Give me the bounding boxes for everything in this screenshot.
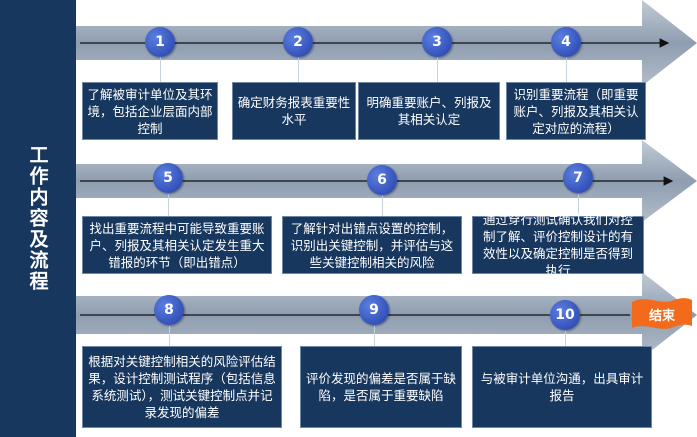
flag-shape (632, 298, 692, 329)
step-badge-9: 9 (359, 295, 389, 325)
step-box-6: 了解针对出错点设置的控制，识别出关键控制，并评估与这些关键控制相关的风险 (282, 216, 462, 274)
connector-10 (565, 330, 566, 346)
end-label: 结束 (648, 308, 675, 324)
step-badge-8: 8 (154, 295, 184, 325)
step-badge-5: 5 (153, 163, 183, 193)
step-badge-1: 1 (145, 27, 175, 57)
connector-2 (298, 56, 299, 82)
step-badge-10: 10 (550, 300, 580, 330)
step-box-7: 通过穿行测试确认我们对控制了解、评价控制设计的有效性以及确定控制是否得到执行 (472, 212, 644, 278)
step-box-9: 评价发现的偏差是否属于缺陷，是否属于重要缺陷 (300, 346, 462, 428)
step-badge-6: 6 (367, 165, 397, 195)
connector-8 (169, 326, 170, 346)
connector-6 (382, 194, 383, 216)
connector-4 (566, 56, 567, 82)
step-box-5: 找出重要流程中可能导致重要账户、列报及其相关认定发生重大错报的环节（即出错点） (82, 216, 272, 274)
step-box-10: 与被审计单位沟通，出具审计报告 (472, 346, 652, 428)
step-box-2: 确定财务报表重要性水平 (232, 82, 356, 140)
connector-3 (437, 56, 438, 82)
step-badge-3: 3 (422, 27, 452, 57)
connector-7 (578, 194, 579, 216)
step-box-3: 明确重要账户、列报及其相关认定 (358, 82, 500, 140)
connector-5 (168, 194, 169, 216)
step-box-4: 识别重要流程（即重要账户、列报及其相关认定对应的流程） (506, 82, 646, 140)
connector-1 (160, 56, 161, 82)
step-box-8: 根据对关键控制相关的风险评估结果，设计控制测试程序（包括信息系统测试），测试关键… (82, 346, 282, 428)
step-badge-2: 2 (283, 27, 313, 57)
step-badge-7: 7 (563, 163, 593, 193)
step-box-1: 了解被审计单位及其环境，包括企业层面内部控制 (82, 82, 218, 140)
step-badge-4: 4 (551, 27, 581, 57)
sidebar-title: 工作内容及流程 (26, 145, 49, 292)
end-flag: 结束 (630, 294, 694, 334)
connector-9 (374, 326, 375, 346)
sidebar: 工作内容及流程 (0, 0, 76, 437)
